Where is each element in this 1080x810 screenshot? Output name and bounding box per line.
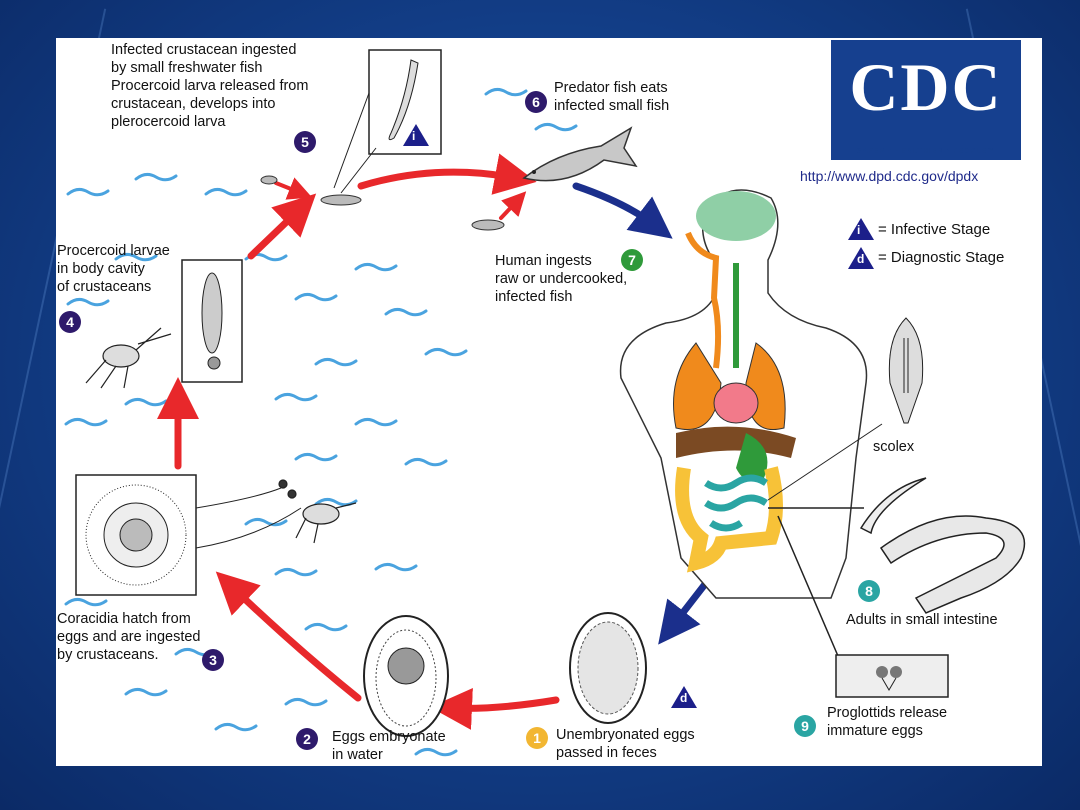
diagnostic-stage-marker-icon: d (671, 686, 697, 708)
stage-8-label: Adults in small intestine (846, 612, 998, 628)
infective-stage-icon: i (848, 218, 874, 240)
adult-tapeworm-image (768, 477, 1026, 664)
stage-7-label: Human ingests raw or undercooked, infect… (495, 253, 628, 305)
stage-4-badge: 4 (59, 311, 81, 333)
scolex-label: scolex (873, 439, 915, 455)
stage-1-label: Unembryonated eggs passed in feces (556, 727, 695, 761)
predator-fish (522, 126, 638, 182)
crustaceans (85, 327, 357, 544)
diagnostic-marker-symbol: d (680, 691, 688, 705)
stage-3-label: Coracidia hatch from eggs and are ingest… (57, 611, 201, 663)
infective-stage-marker-icon: i (403, 124, 429, 146)
small-fish (260, 175, 505, 231)
stage-5-badge: 5 (294, 131, 316, 153)
stage-3-badge: 3 (202, 649, 224, 671)
diagram-artwork (64, 49, 1026, 757)
stage-6-label: Predator fish eats infected small fish (554, 80, 670, 114)
unembryonated-egg-image (569, 612, 647, 724)
stage-2-badge: 2 (296, 728, 318, 750)
stage-2-label: Eggs embryonate in water (332, 729, 446, 763)
human-body (619, 189, 868, 599)
scolex-image (767, 317, 924, 501)
proglottid-image (835, 654, 949, 698)
legend-diagnostic-label: = Diagnostic Stage (878, 249, 1005, 266)
infective-marker-symbol: i (412, 129, 416, 143)
life-cycle-diagram: CDC SAFER • HEALTHIER • PEOPLE™ http://w… (56, 38, 1042, 766)
cdc-url[interactable]: http://www.dpd.cdc.gov/dpdx (800, 168, 979, 184)
stage-1-badge: 1 (526, 727, 548, 749)
stage-7-badge: 7 (621, 249, 643, 271)
coracidium-image (75, 474, 302, 596)
stage-8-badge: 8 (858, 580, 880, 602)
stage-6-badge: 6 (525, 91, 547, 113)
cdc-logo: CDC (831, 40, 1021, 160)
diagnostic-stage-icon: d (848, 247, 874, 269)
cdc-logo-text: CDC (849, 49, 1003, 125)
stage-9-badge: 9 (794, 715, 816, 737)
infective-symbol: i (857, 223, 861, 237)
stage-4-label: Procercoid larvae in body cavity of crus… (57, 243, 170, 295)
plerocercoid-larva-image (333, 49, 442, 194)
cdc-tagline: SAFER • HEALTHIER • PEOPLE™ (856, 148, 996, 155)
stage-9-label: Proglottids release immature eggs (827, 705, 948, 739)
diagnostic-symbol: d (857, 252, 865, 266)
procercoid-larva-image (181, 259, 243, 383)
embryonated-egg-image (363, 615, 449, 737)
stage-5-label: Infected crustacean ingested by small fr… (111, 42, 309, 130)
legend-infective-label: = Infective Stage (878, 221, 991, 238)
cycle-arrows-red (157, 153, 560, 730)
